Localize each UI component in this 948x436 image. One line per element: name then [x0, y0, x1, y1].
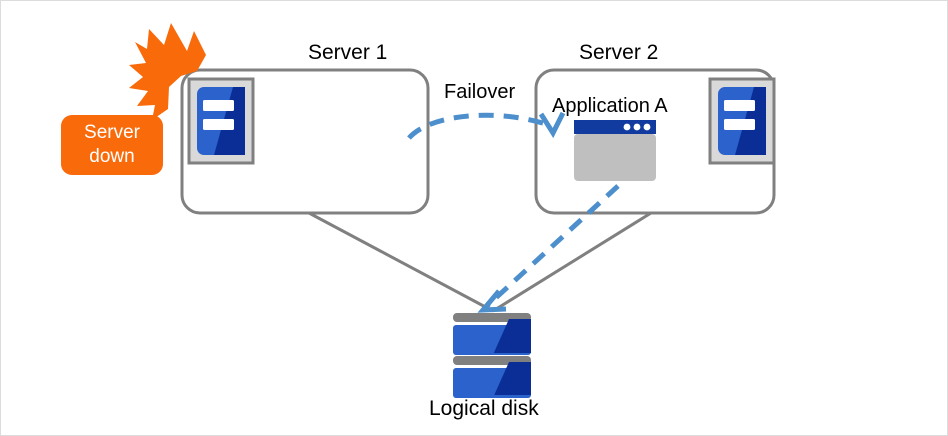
connector-server1-to-disk — [308, 211, 494, 313]
window-dot-1 — [623, 123, 631, 131]
server2-icon — [708, 77, 776, 165]
window-dot-2 — [633, 123, 641, 131]
connector-server2-to-disk — [492, 211, 652, 313]
logical-disk-icon — [453, 313, 531, 398]
application-label: Application A — [552, 95, 668, 117]
disk-access-arrow-icon — [477, 184, 620, 313]
server1-icon — [187, 77, 255, 165]
application-window-icon — [574, 120, 656, 181]
server2-title: Server 2 — [579, 41, 659, 64]
failover-arrow-icon — [407, 111, 566, 140]
failover-label: Failover — [444, 81, 516, 103]
connector-lines — [308, 211, 652, 313]
logical-disk-label: Logical disk — [429, 397, 539, 420]
status-badge-server-down: Server down — [61, 115, 163, 175]
server1-title: Server 1 — [308, 41, 388, 64]
fault-burst-icon — [129, 23, 206, 120]
window-dot-3 — [643, 123, 651, 131]
